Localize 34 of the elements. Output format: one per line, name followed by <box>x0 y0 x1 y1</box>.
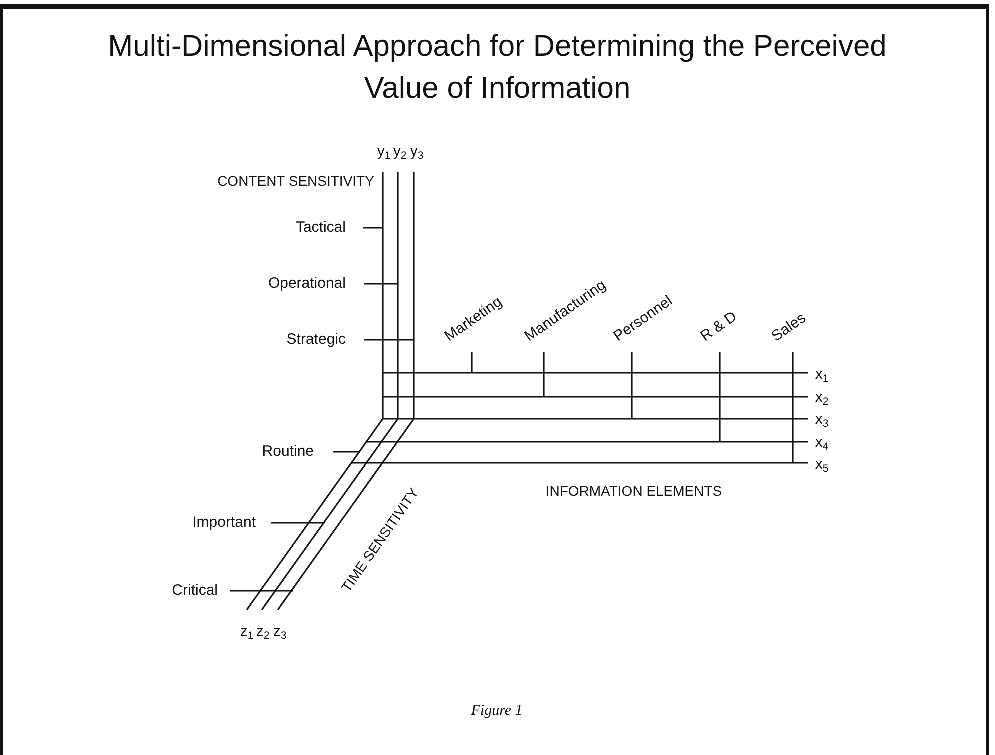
figure-caption: Figure 1 <box>471 702 523 720</box>
leader-line <box>333 451 360 453</box>
level-label: Strategic <box>286 331 346 349</box>
category-label: R & D <box>698 308 741 346</box>
leader-line <box>471 352 473 373</box>
level-label: Routine <box>262 443 314 461</box>
axis-symbol: x$_{3}$ <box>815 411 829 429</box>
leader-line <box>631 352 633 419</box>
leader-line <box>364 339 414 341</box>
axis-symbol: z$_{3}$ <box>273 623 287 641</box>
axis-symbol: y$_{2}$ <box>393 143 407 161</box>
leader-line <box>543 352 545 397</box>
leader-line <box>364 283 398 285</box>
leader-line <box>363 227 383 229</box>
axis-symbol: z$_{1}$ <box>240 623 254 641</box>
leader-line <box>792 352 794 463</box>
category-label: Sales <box>768 310 810 346</box>
leader-line <box>230 590 293 592</box>
diagram-title: Multi-Dimensional Approach for Determining the Perceived Value of Information <box>107 29 888 107</box>
leader-line <box>719 352 721 442</box>
axis-symbol: x$_{1}$ <box>815 366 829 384</box>
leader-line <box>271 522 325 524</box>
axis-symbol: y$_{1}$ <box>377 143 391 161</box>
axis-title: CONTENT SENSITIVITY <box>218 172 374 190</box>
level-label: Operational <box>268 275 346 293</box>
level-label: Critical <box>172 582 218 600</box>
axis-symbol: y$_{3}$ <box>410 143 424 161</box>
axis-symbol: x$_{5}$ <box>815 456 829 474</box>
level-label: Tactical <box>296 219 346 237</box>
axis-symbol: x$_{2}$ <box>815 389 829 407</box>
axis-symbol: z$_{2}$ <box>256 623 270 641</box>
axis-title: INFORMATION ELEMENTS <box>546 482 722 500</box>
axis-symbol: x$_{4}$ <box>815 434 829 452</box>
level-label: Important <box>192 514 256 532</box>
